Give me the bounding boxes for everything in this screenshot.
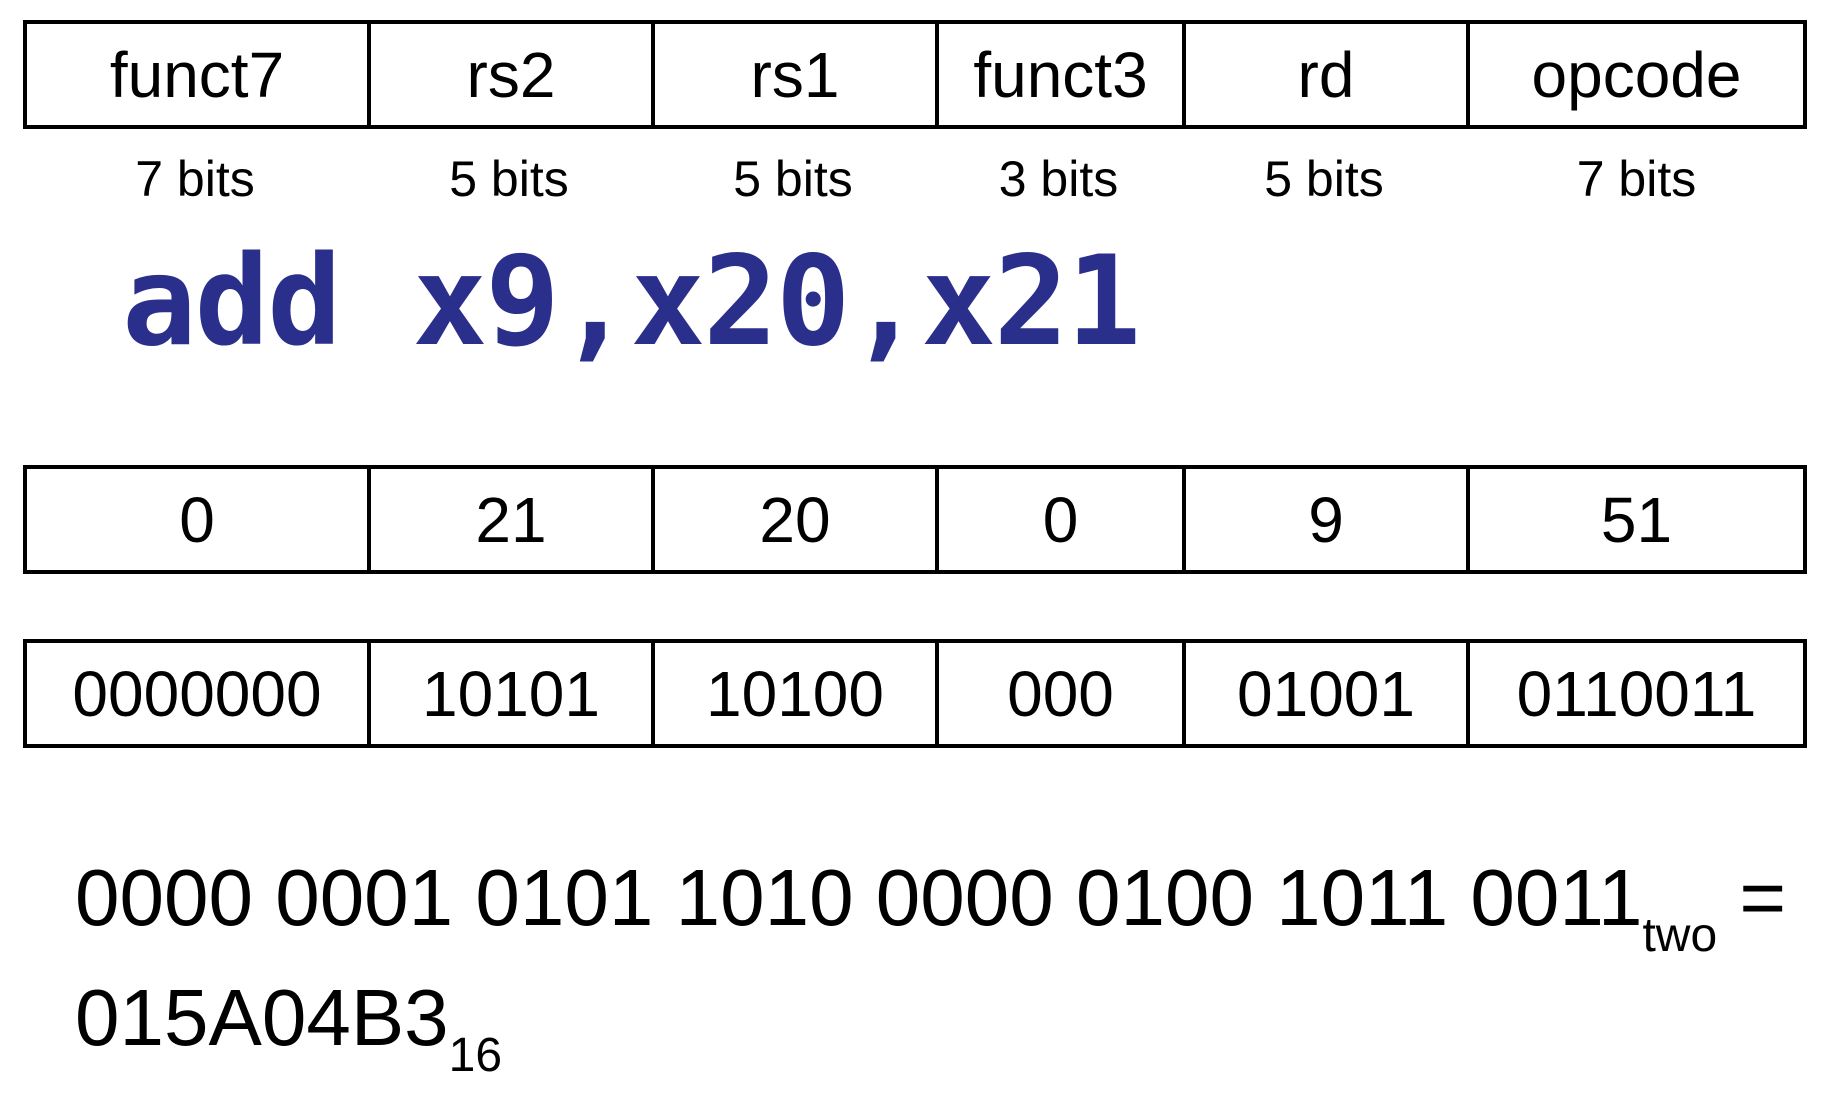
binary-value-row: 0000000 10101 10100 000 01001 0110011: [23, 639, 1807, 748]
hex-encoding: 015A04B3: [75, 973, 449, 1062]
binary-encoding: 0000 0001 0101 1010 0000 0100 1011 0011: [75, 853, 1643, 942]
field-name-row: funct7 rs2 rs1 funct3 rd opcode: [23, 20, 1807, 129]
hex-base-subscript: 16: [448, 1029, 503, 1082]
decimal-funct7: 0: [27, 469, 371, 570]
field-width-funct7: 7 bits: [135, 151, 255, 207]
decimal-rd: 9: [1186, 469, 1470, 570]
decimal-rs1: 20: [655, 469, 939, 570]
field-name-rs2: rs2: [371, 24, 655, 125]
decimal-opcode: 51: [1600, 483, 1673, 556]
field-name-opcode: opcode: [1531, 38, 1742, 111]
field-width-rs2: 5 bits: [449, 151, 569, 207]
equals-sign: =: [1739, 853, 1787, 942]
field-width-rd: 5 bits: [1264, 151, 1384, 207]
binary-base-subscript: two: [1642, 909, 1718, 962]
field-name-rs1: rs1: [655, 24, 939, 125]
field-width-row: 7 bits 5 bits 5 bits 3 bits 5 bits 7 bit…: [23, 152, 1807, 207]
machine-code-hex: 015A04B316: [75, 978, 502, 1080]
field-name-funct3: funct3: [939, 24, 1186, 125]
decimal-funct3: 0: [939, 469, 1186, 570]
decimal-value-row: 0 21 20 0 9 51: [23, 465, 1807, 574]
binary-rd: 01001: [1186, 643, 1470, 744]
binary-rs2: 10101: [371, 643, 655, 744]
field-width-opcode: 7 bits: [1576, 151, 1697, 207]
field-name-rd: rd: [1186, 24, 1470, 125]
machine-code-binary: 0000 0001 0101 1010 0000 0100 1011 0011t…: [75, 858, 1786, 960]
binary-rs1: 10100: [655, 643, 939, 744]
decimal-rs2: 21: [371, 469, 655, 570]
field-width-funct3: 3 bits: [998, 151, 1119, 207]
field-width-rs1: 5 bits: [733, 151, 853, 207]
binary-funct7: 0000000: [27, 643, 371, 744]
binary-funct3: 000: [939, 643, 1186, 744]
field-name-funct7: funct7: [27, 24, 371, 125]
binary-opcode: 0110011: [1516, 657, 1757, 730]
assembly-instruction: add x9,x20,x21: [122, 230, 1141, 374]
